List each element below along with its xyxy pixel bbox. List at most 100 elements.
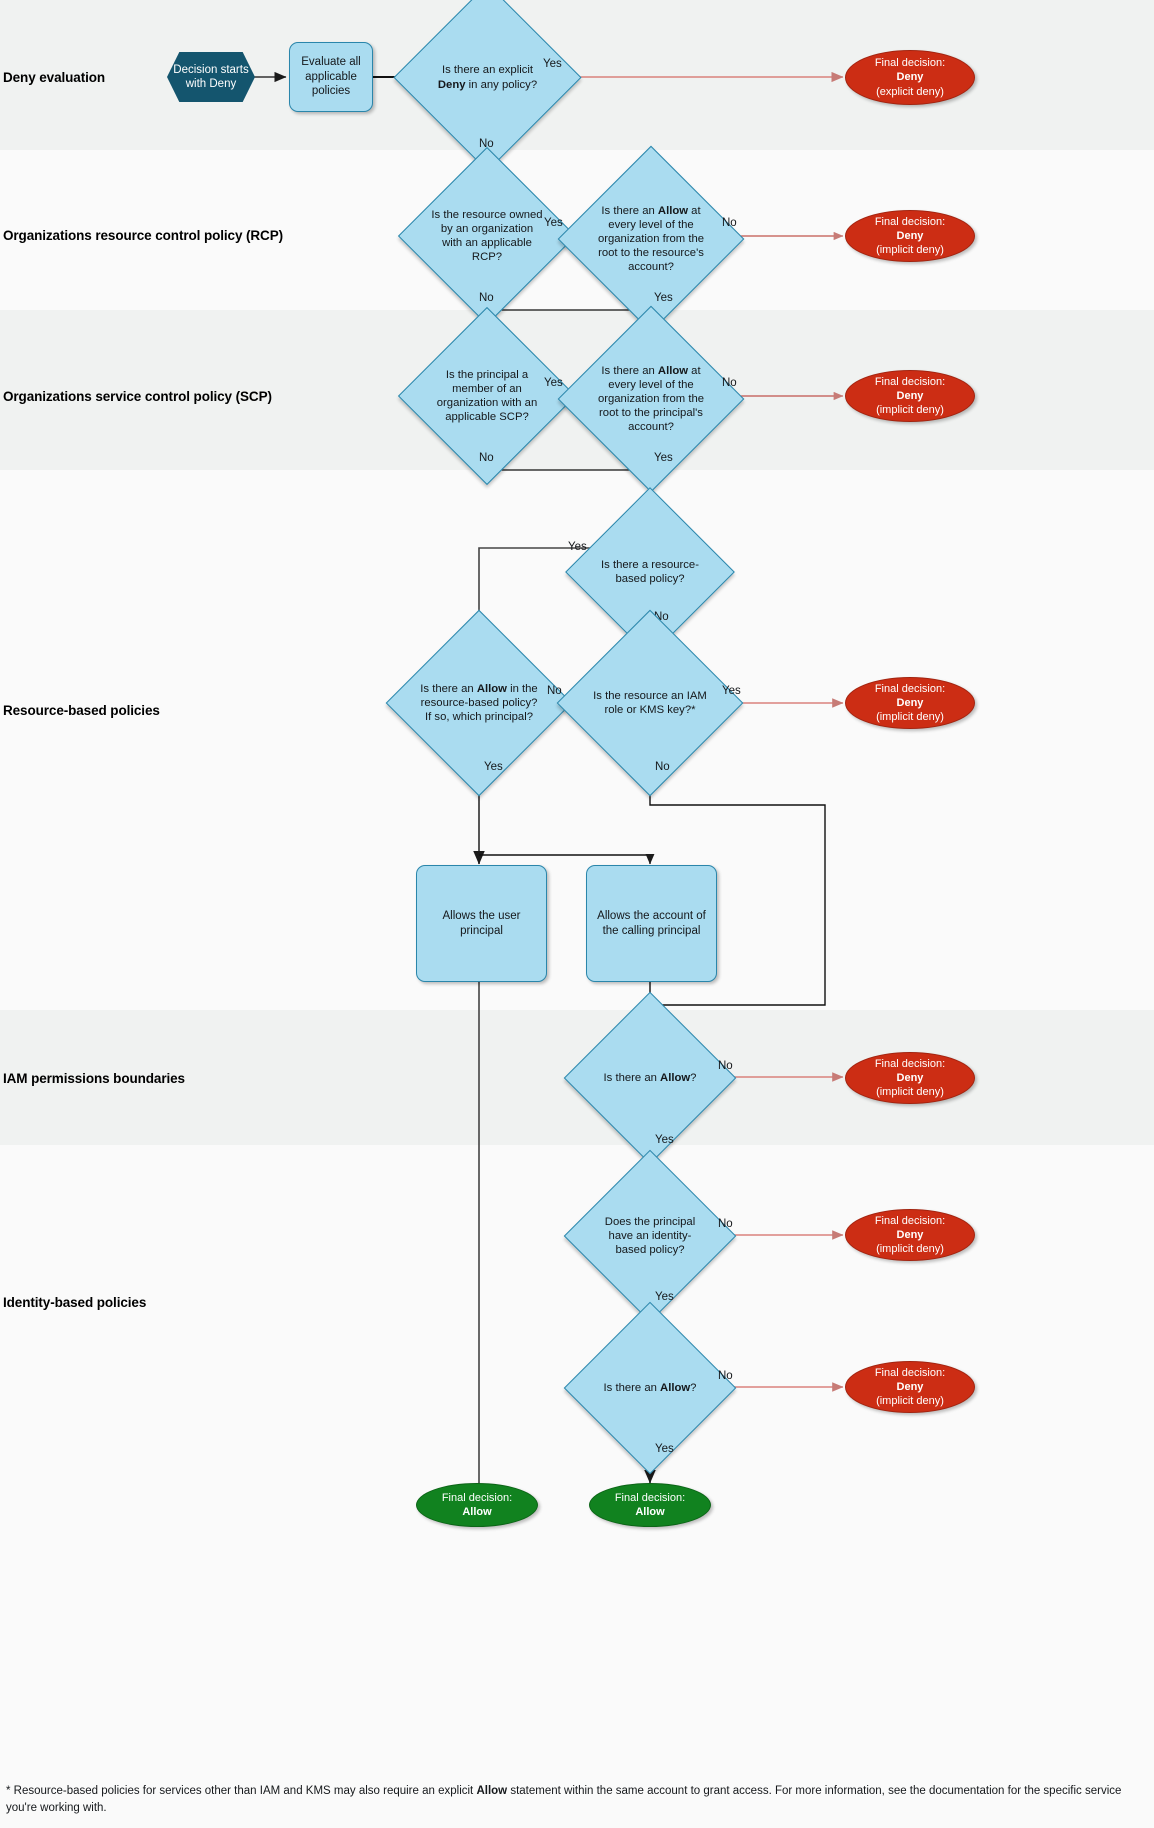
decision-scp-principal-member[interactable]: Is the principal a member of an organiza…: [397, 306, 577, 486]
footnote-post: statement within the same account to gra…: [6, 1785, 1122, 1814]
decision-rcp-allow-bold: Allow: [657, 204, 689, 217]
decision-is-iam-role-or-kms-key[interactable]: Is the resource an IAM role or KMS key?*: [556, 609, 744, 797]
decision-rbp-allow-pre: Is there an: [420, 682, 477, 695]
decision-scp-allow-every-level[interactable]: Is there an Allow at every level of the …: [557, 305, 745, 493]
decision-identity-based-allow[interactable]: Is there an Allow?: [563, 1301, 737, 1475]
terminal-deny-implicit-rcp-line2: Deny: [896, 229, 924, 242]
decision-rcp-allow-every-level[interactable]: Is there an Allow at every level of the …: [557, 145, 745, 333]
decision-explicit-deny-bold: Deny: [437, 78, 466, 91]
decision-is-iam-role-or-kms-key-text: Is the resource an IAM role or KMS key?*: [593, 689, 707, 716]
decision-scp-principal-member-text: Is the principal a member of an organiza…: [436, 368, 538, 424]
edge-label-scp-allow-no: No: [722, 377, 737, 389]
decision-explicit-deny-pre: Is there an explicit: [441, 64, 534, 77]
terminal-deny-implicit-resource-based[interactable]: Final decision: Deny (implicit deny): [845, 677, 975, 729]
terminal-allow-resource-based[interactable]: Final decision: Allow: [416, 1483, 538, 1527]
decision-pb-allow-post: ?: [690, 1071, 697, 1084]
edge-label-pb-allow-yes: Yes: [655, 1134, 674, 1146]
edge-label-explicit-deny-yes: Yes: [543, 58, 562, 70]
decision-rcp-allow-post: at every level of the organization from …: [597, 204, 705, 274]
process-allows-the-user-principal[interactable]: Allows the user principal: [416, 865, 547, 982]
start-node-decision-starts-with-deny[interactable]: Decision starts with Deny: [167, 52, 255, 102]
edge-label-idp-allow-yes: Yes: [655, 1443, 674, 1455]
lane-label-scp: Organizations service control policy (SC…: [3, 389, 272, 404]
footnote-bold: Allow: [476, 1785, 508, 1797]
decision-principal-has-identity-based-policy[interactable]: Does the principal have an identity-base…: [563, 1149, 737, 1323]
lane-label-deny-evaluation: Deny evaluation: [3, 70, 106, 85]
edge-label-is-role-yes: Yes: [722, 685, 741, 697]
decision-explicit-deny-text: Is there an explicit Deny in any policy?: [421, 11, 554, 144]
terminal-deny-implicit-idp2-line1: Final decision:: [874, 1366, 946, 1379]
process-evaluate-label: Evaluate all applicable policies: [301, 55, 361, 98]
terminal-deny-implicit-scp-line2: Deny: [896, 389, 924, 402]
terminal-deny-implicit-idp1-line1: Final decision:: [874, 1214, 946, 1227]
terminal-deny-implicit-pb-line1: Final decision:: [874, 1057, 946, 1070]
edge-label-rbp-exists-yes: Yes: [568, 541, 587, 553]
edge-label-idp-allow-no: No: [718, 1370, 733, 1382]
terminal-deny-implicit-identity-allow[interactable]: Final decision: Deny (implicit deny): [845, 1361, 975, 1413]
decision-scp-allow-post: at every level of the organization from …: [597, 364, 705, 434]
lane-label-identity-based: Identity-based policies: [3, 1295, 147, 1310]
edge-label-rbp-allow-no: No: [547, 685, 562, 697]
terminal-deny-implicit-pb-line3: (implicit deny): [876, 1086, 944, 1099]
decision-permissions-boundary-allow[interactable]: Is there an Allow?: [563, 991, 737, 1165]
terminal-deny-explicit-line2: Deny: [896, 71, 924, 84]
decision-rbp-allow-post: in the resource-based policy? If so, whi…: [420, 682, 538, 724]
edge-label-rbp-allow-yes: Yes: [484, 761, 503, 773]
edge-label-rcp-allow-no: No: [722, 217, 737, 229]
edge-label-explicit-deny-no: No: [479, 138, 494, 150]
decision-rbp-allow-which-principal-text: Is there an Allow in the resource-based …: [413, 637, 545, 769]
decision-idp-allow-pre: Is there an: [603, 1381, 661, 1394]
terminal-deny-implicit-permissions-boundary[interactable]: Final decision: Deny (implicit deny): [845, 1052, 975, 1104]
decision-idp-allow-post: ?: [690, 1381, 697, 1394]
lane-label-resource-based: Resource-based policies: [3, 703, 160, 718]
terminal-deny-explicit-line3: (explicit deny): [876, 85, 944, 98]
terminal-deny-implicit-pb-line2: Deny: [896, 1071, 924, 1084]
decision-pb-allow-bold: Allow: [660, 1071, 691, 1084]
terminal-deny-implicit-idp2-line2: Deny: [896, 1380, 924, 1393]
terminal-deny-implicit-rb-line3: (implicit deny): [876, 711, 944, 724]
terminal-deny-implicit-rcp-line1: Final decision:: [874, 215, 946, 228]
decision-scp-allow-bold: Allow: [657, 364, 689, 377]
terminal-allow-right-line1: Final decision:: [614, 1491, 686, 1504]
terminal-deny-implicit-scp[interactable]: Final decision: Deny (implicit deny): [845, 370, 975, 422]
process-allows-account-of-calling-principal[interactable]: Allows the account of the calling princi…: [586, 865, 717, 982]
edge-label-rcp-owned-yes: Yes: [544, 217, 563, 229]
decision-rcp-allow-every-level-text: Is there an Allow at every level of the …: [585, 173, 717, 305]
terminal-allow-left-line1: Final decision:: [441, 1491, 513, 1504]
decision-rcp-allow-pre: Is there an: [601, 204, 658, 217]
decision-explicit-deny-post: in any policy?: [465, 78, 538, 91]
terminal-deny-implicit-rb-line2: Deny: [896, 696, 924, 709]
decision-principal-has-identity-based-policy-text: Does the principal have an identity-base…: [604, 1215, 696, 1257]
decision-explicit-deny[interactable]: Is there an explicit Deny in any policy?: [393, 0, 582, 172]
terminal-allow-identity-based[interactable]: Final decision: Allow: [589, 1483, 711, 1527]
terminal-allow-left-line2: Allow: [462, 1506, 492, 1518]
terminal-deny-explicit[interactable]: Final decision: Deny (explicit deny): [845, 50, 975, 105]
process-evaluate-all-applicable-policies[interactable]: Evaluate all applicable policies: [289, 42, 373, 112]
decision-identity-based-allow-text: Is there an Allow?: [589, 1327, 711, 1449]
edge-label-pb-allow-no: No: [718, 1060, 733, 1072]
terminal-deny-implicit-identity-has-policy[interactable]: Final decision: Deny (implicit deny): [845, 1209, 975, 1261]
process-allows-account-label: Allows the account of the calling princi…: [597, 909, 706, 937]
decision-rbp-allow-which-principal[interactable]: Is there an Allow in the resource-based …: [385, 609, 573, 797]
terminal-deny-explicit-line1: Final decision:: [874, 57, 946, 70]
decision-rcp-resource-owned-text: Is the resource owned by an organization…: [431, 208, 543, 264]
edge-label-scp-member-no: No: [479, 452, 494, 464]
terminal-deny-implicit-idp1-line3: (implicit deny): [876, 1243, 944, 1256]
edge-label-rcp-allow-yes: Yes: [654, 292, 673, 304]
decision-pb-allow-pre: Is there an: [603, 1071, 661, 1084]
decision-resource-based-policy-exists[interactable]: Is there a resource-based policy?: [565, 487, 735, 657]
decision-scp-allow-pre: Is there an: [601, 364, 658, 377]
footnote-pre: * Resource-based policies for services o…: [6, 1785, 477, 1797]
terminal-deny-implicit-scp-line1: Final decision:: [874, 375, 946, 388]
decision-rbp-allow-bold: Allow: [476, 682, 507, 695]
edge-label-idp-has-policy-no: No: [718, 1218, 733, 1230]
start-node-line2: with Deny: [185, 78, 237, 90]
decision-scp-allow-every-level-text: Is there an Allow at every level of the …: [585, 333, 717, 465]
terminal-deny-implicit-rcp[interactable]: Final decision: Deny (implicit deny): [845, 210, 975, 262]
decision-idp-allow-bold: Allow: [660, 1381, 691, 1394]
decision-permissions-boundary-allow-text: Is there an Allow?: [589, 1017, 711, 1139]
footnote: * Resource-based policies for services o…: [6, 1783, 1146, 1816]
start-node-line1: Decision starts: [173, 63, 249, 76]
edge-label-is-role-no: No: [655, 761, 670, 773]
decision-rcp-resource-owned[interactable]: Is the resource owned by an organization…: [397, 146, 577, 326]
